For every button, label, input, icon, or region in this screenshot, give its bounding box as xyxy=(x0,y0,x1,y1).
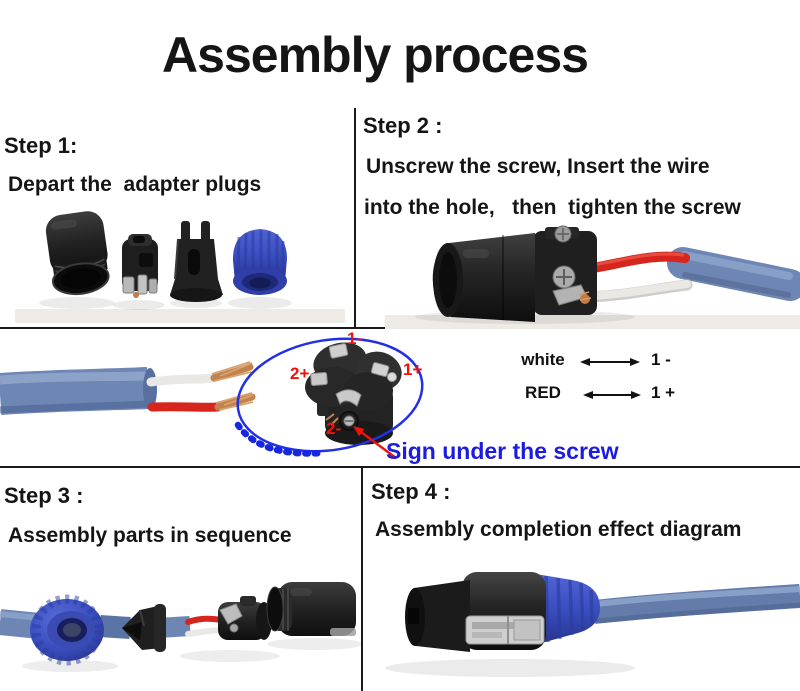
part-insert xyxy=(122,234,158,298)
blue-cap xyxy=(536,574,600,644)
photo-step2-wiring xyxy=(385,225,800,329)
step2-description-line1: Unscrew the screw, Insert the wire xyxy=(366,155,710,178)
divider-vertical-top xyxy=(354,108,356,327)
part-chuck xyxy=(170,221,223,302)
legend-wire-white: white xyxy=(521,350,565,369)
insert-on-wires xyxy=(218,596,272,640)
white-wire xyxy=(587,280,691,300)
terminal-label-2neg: 2- xyxy=(326,419,342,438)
photo-step3-parts-sequence xyxy=(0,582,362,672)
step1-label: Step 1: xyxy=(4,133,78,158)
silver-latch xyxy=(465,615,545,645)
terminal-label-1pos: 1+ xyxy=(403,360,423,379)
cable-jacket xyxy=(667,247,800,301)
red-arrow-pointer xyxy=(353,426,397,459)
step1-description: Depart the adapter plugs xyxy=(8,173,262,196)
blue-cap-on-cable xyxy=(30,594,104,666)
step4-description: Assembly completion effect diagram xyxy=(375,518,742,541)
connector-front xyxy=(405,580,470,652)
photo-middle-terminal-closeup xyxy=(0,337,424,459)
photo-step1-adapter-parts xyxy=(15,211,345,323)
red-wire xyxy=(185,615,225,625)
step4-label: Step 4 : xyxy=(371,479,451,504)
sign-under-screw-note: Sign under the screw xyxy=(386,438,619,464)
cable xyxy=(592,584,800,624)
cable-with-wires xyxy=(0,361,256,415)
barrel-shell xyxy=(266,582,356,636)
step2-description-line2: into the hole, then tighten the screw xyxy=(364,196,741,219)
step2-label: Step 2 : xyxy=(363,113,443,138)
terminal-label-1neg: 1- xyxy=(347,329,363,348)
double-arrow-icon xyxy=(583,391,641,399)
divider-horizontal-lower xyxy=(0,466,800,468)
screw-circle-mark xyxy=(338,410,360,432)
part-blue-cap xyxy=(232,229,287,295)
red-wire xyxy=(582,251,690,274)
part-barrel-shell xyxy=(45,211,110,296)
divider-vertical-bottom xyxy=(361,468,363,691)
terminal-label-2pos: 2+ xyxy=(290,364,310,383)
legend-wire-red: RED xyxy=(525,383,561,402)
page-title: Assembly process xyxy=(162,27,589,83)
step3-description: Assembly parts in sequence xyxy=(8,524,292,547)
photo-step4-completed-connector xyxy=(385,572,800,677)
connector-body xyxy=(432,233,535,322)
double-arrow-icon xyxy=(580,358,640,366)
step3-label: Step 3 : xyxy=(4,483,84,508)
chuck-on-cable xyxy=(122,604,166,652)
connector-terminal-block xyxy=(533,225,597,315)
blue-circle-annotation xyxy=(234,337,424,457)
legend-terminal-1pos: 1 + xyxy=(651,383,676,402)
legend-terminal-1neg: 1 - xyxy=(651,350,671,369)
